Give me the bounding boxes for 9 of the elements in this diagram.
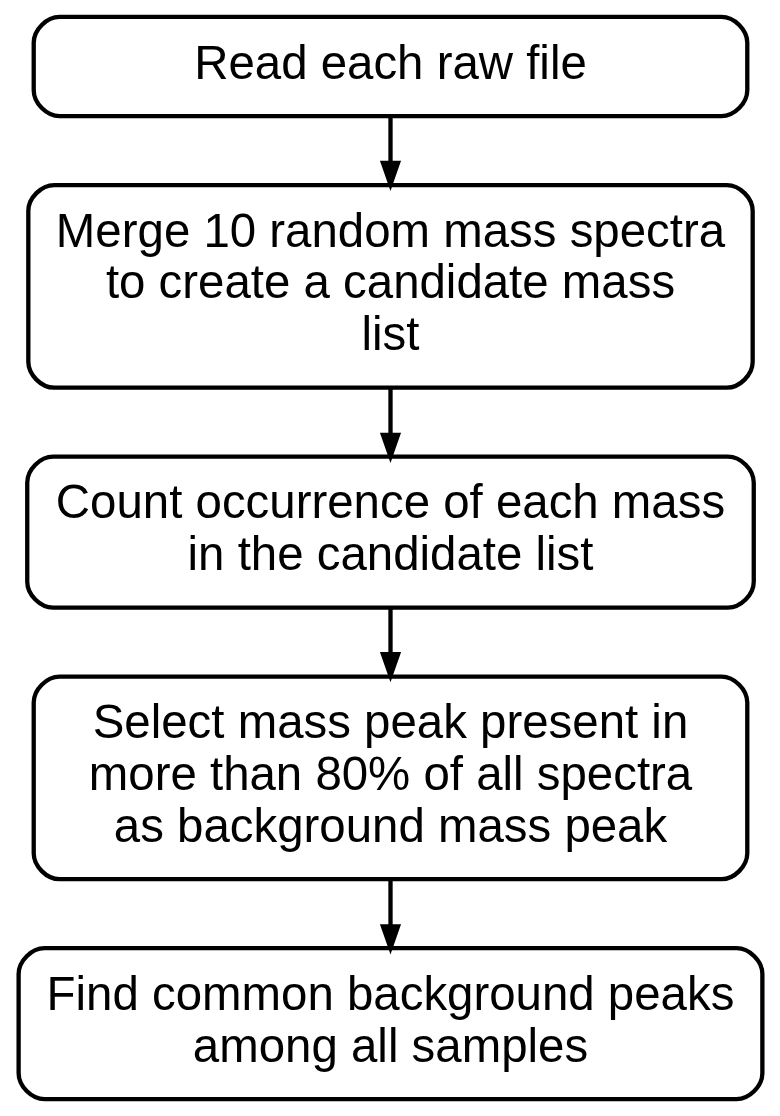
node-box: Read each raw file	[31, 14, 749, 119]
arrow	[379, 879, 401, 955]
node-box: Find common background peaks among all samples	[15, 946, 765, 1102]
arrow	[379, 608, 401, 683]
node-box: Merge 10 random mass spectra to create a candidate mass list	[25, 182, 755, 390]
arrow	[379, 388, 401, 463]
node-box: Count occurrence of each mass in the candidate list	[24, 454, 756, 610]
arrow	[379, 116, 401, 191]
node-box: Select mass peak present in more than 80% of all spectra as background mass peak	[31, 674, 749, 882]
